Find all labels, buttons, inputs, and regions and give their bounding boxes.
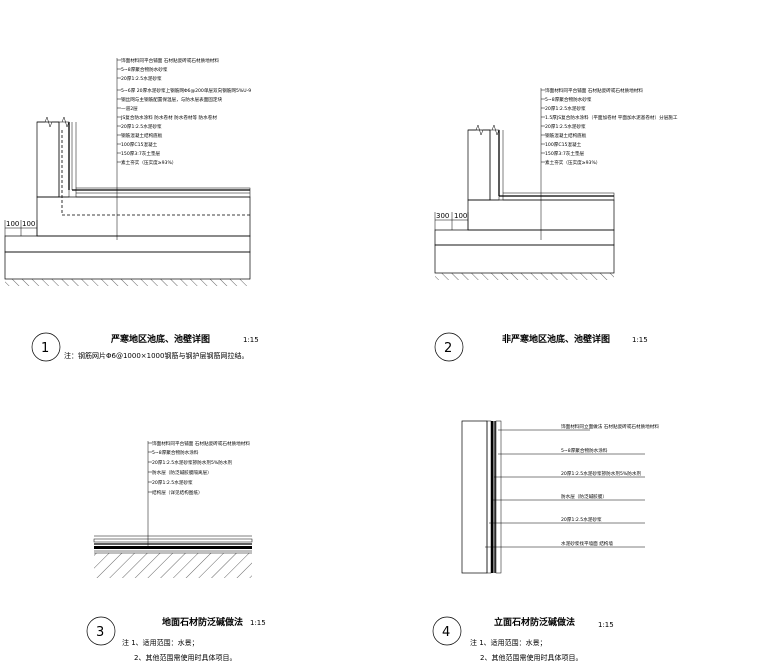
detail-3: 饰面材料同平台铺面 石材贴瓷砖或石材质地材料 5~8厚聚合物防水涂料 20厚1:… — [86, 440, 266, 662]
annotation: 20厚1:2.5水泥砂浆 — [121, 75, 162, 82]
detail-1: 100 100 饰面材料同平台铺面 石材贴瓷砖或石材质地材料 5~8厚聚合物防水… — [4, 57, 259, 362]
annotation: 饰面材料同平台铺面 石材贴瓷砖或石材质地材料 — [545, 87, 643, 94]
detail-title: 立面石材防泛碱做法 — [494, 616, 575, 628]
c15-concrete-layer — [434, 229, 615, 246]
annotation: 饰面材料同平台铺面 石材贴瓷砖或石材质地材料 — [121, 57, 219, 64]
wall-layers — [489, 129, 500, 201]
annotation: 150厚3:7灰土垫层 — [121, 150, 161, 157]
annotations-3: 饰面材料同平台铺面 石材贴瓷砖或石材质地材料 5~8厚聚合物防水涂料 20厚1:… — [148, 440, 250, 496]
annotation: 20厚1:2.5水泥砂浆 — [561, 516, 602, 523]
dim-2a: 300 — [436, 212, 449, 220]
annotation: 5~8厚聚合物防水砂浆 — [121, 66, 168, 73]
detail-number: 4 — [442, 625, 450, 640]
annotation: 钢丝网与主钢筋配置保温层，与防水层表面固定块 — [121, 96, 222, 103]
detail-number: 3 — [96, 625, 104, 640]
annotation: 20厚1:2.5水泥砂浆掺防水剂5%防水剂 — [561, 470, 641, 477]
detail-note: 注 1、适用范围：水景； — [122, 638, 199, 647]
detail-title: 严寒地区池底、池壁详图 — [110, 333, 210, 345]
detail-scale: 1:15 — [250, 619, 266, 627]
detail-note: 注 1、适用范围：水景； — [470, 638, 547, 647]
dim-2b: 100 — [454, 212, 467, 220]
annotation: 5~8厚聚合物防水涂料 — [561, 447, 608, 454]
gravel-bed-layer — [4, 251, 251, 280]
stone-facing — [495, 420, 502, 574]
annotation: 钢筋混凝土结构底板 — [545, 132, 587, 139]
detail-number: 1 — [41, 341, 49, 356]
annotation: 100厚C15混凝土 — [121, 141, 158, 148]
detail-number-circle — [434, 332, 464, 362]
detail-note: 注：钢筋网片Φ6@1000×1000钢筋与钢护层钢筋网拉结。 — [64, 351, 248, 360]
annotation: 20厚1:2.5水泥砂浆掺防水剂5%防水剂 — [152, 459, 232, 466]
detail-scale: 1:15 — [632, 336, 648, 344]
detail-number-circle — [432, 616, 462, 646]
annotation: 钢筋混凝土结构底板 — [121, 132, 163, 139]
dim-1b: 100 — [22, 220, 35, 228]
annotation: 结构层（详见结构图纸） — [152, 489, 203, 496]
annotation: 饰面材料同平台铺面 石材贴瓷砖或石材质地材料 — [152, 440, 250, 447]
annotation: 5~6厚 20厚水泥砂浆上钢筋网Φ6@200单层双向钢筋网5%U-9 — [121, 87, 251, 94]
annotation: 防水层（防泛碱胶膜） — [561, 493, 607, 500]
annotation: 100厚C15混凝土 — [545, 141, 582, 148]
detail-number-circle — [31, 332, 61, 362]
dim-1a: 100 — [6, 220, 19, 228]
annotation: 20厚1:2.5水泥砂浆 — [152, 479, 193, 486]
annotations-2: 饰面材料同平台铺面 石材贴瓷砖或石材质地材料 5~8厚聚合物防水砂浆 20厚1:… — [541, 87, 678, 166]
waterproof-layer — [94, 546, 252, 549]
annotations-1: 饰面材料同平台铺面 石材贴瓷砖或石材质地材料 5~8厚聚合物防水砂浆 20厚1:… — [117, 57, 251, 166]
annotation: 20厚1:2.5水泥砂浆 — [545, 105, 586, 112]
compacted-soil — [435, 273, 614, 280]
pool-wall — [467, 129, 491, 201]
detail-number-circle — [86, 616, 116, 646]
annotation: 饰面材料同立面做法 石材贴瓷砖或石材质地材料 — [561, 423, 659, 430]
waterproof-layer — [491, 421, 494, 573]
finish-layer — [93, 538, 253, 543]
annotation: 水泥砂浆找平墙面 结构墙 — [561, 540, 613, 547]
annotation: 150厚3:7灰土垫层 — [545, 150, 585, 157]
detail-scale: 1:15 — [243, 336, 259, 344]
structural-wall — [461, 420, 488, 574]
pool-base-slab — [36, 196, 251, 237]
annotation: 20厚1:2.5水泥砂浆 — [545, 123, 586, 130]
detail-2: 300 100 饰面材料同平台铺面 石材贴瓷砖或石材质地材料 5~8厚聚合物防水… — [434, 87, 678, 362]
c15-concrete-layer — [4, 235, 251, 253]
mortar-layer — [486, 420, 492, 574]
annotation: 5~8厚聚合物防水砂浆 — [545, 96, 592, 103]
annotation: 防水层（防泛碱胶膜隔离层） — [152, 469, 212, 476]
detail-number: 2 — [444, 341, 452, 356]
structural-slab — [94, 553, 252, 578]
annotation: 一道2层 — [121, 105, 138, 112]
detail-note: 2、其他范围需使用时具体项目。 — [480, 653, 582, 662]
compacted-soil — [5, 279, 250, 286]
detail-scale: 1:15 — [598, 621, 614, 629]
detail-title: 地面石材防泛碱做法 — [162, 616, 243, 628]
annotation: 素土夯实（压实度≥93%） — [545, 159, 600, 166]
detail-title: 非严寒地区池底、池壁详图 — [502, 333, 610, 345]
annotation: 1.5厚JS复合防水涂料（平面加卷材 平面加水泥基卷材）分层施工 — [545, 114, 678, 121]
annotation: 素土夯实（压实度≥93%） — [121, 159, 176, 166]
annotation: 5~8厚聚合物防水涂料 — [152, 449, 199, 456]
annotation: JS复合防水涂料 防水卷材 防水卷材等 防水卷材 — [120, 114, 217, 121]
detail-4: 饰面材料同立面做法 石材贴瓷砖或石材质地材料 5~8厚聚合物防水涂料 20厚1:… — [432, 420, 659, 662]
wall-layers — [58, 121, 70, 198]
base-finish-layers — [75, 187, 251, 198]
gravel-bed-layer — [434, 244, 615, 274]
annotations-4: 饰面材料同立面做法 石材贴瓷砖或石材质地材料 5~8厚聚合物防水涂料 20厚1:… — [485, 423, 659, 548]
pool-wall — [36, 121, 60, 198]
detail-note: 2、其他范围需使用时具体项目。 — [134, 653, 236, 662]
annotation: 20厚1:2.5水泥砂浆 — [121, 123, 162, 130]
